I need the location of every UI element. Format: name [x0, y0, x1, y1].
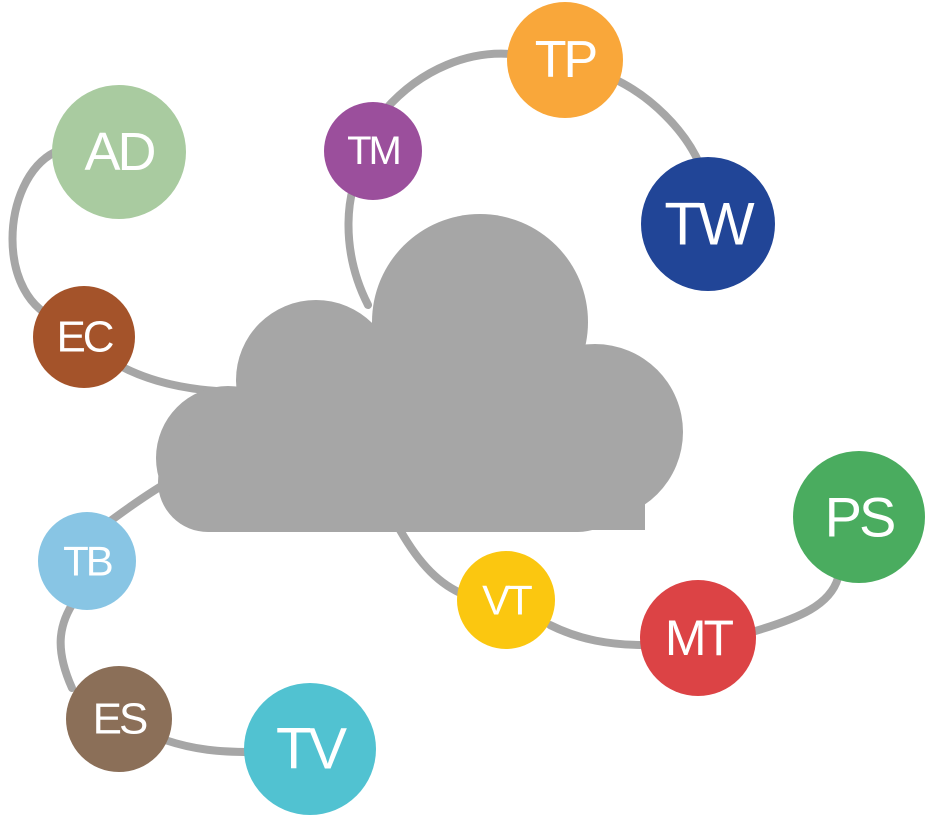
- node-vt: VT: [457, 551, 555, 649]
- connector-es-tv: [161, 736, 254, 756]
- node-tp: TP: [507, 2, 623, 118]
- node-tb-circle: [38, 512, 136, 610]
- node-tb: TB: [38, 512, 136, 610]
- node-tv-label: TV: [276, 717, 347, 782]
- connector-mt-ps: [748, 574, 842, 636]
- nodes: AD EC TM TP TW PS MT VT: [33, 2, 925, 815]
- node-tm-circle: [324, 102, 422, 200]
- node-ad-label: AD: [84, 122, 154, 182]
- node-tp-label: TP: [535, 31, 596, 89]
- node-ec: EC: [33, 286, 135, 388]
- node-es-circle: [66, 666, 172, 772]
- node-es: ES: [66, 666, 172, 772]
- node-tw-circle: [641, 157, 775, 291]
- node-ps-circle: [793, 451, 925, 583]
- connector-tp-tw: [608, 74, 704, 169]
- connector-cloud-vt: [396, 526, 469, 599]
- node-mt-circle: [640, 580, 756, 696]
- node-tw: TW: [641, 157, 775, 291]
- node-tb-label: TB: [63, 538, 112, 585]
- node-tv: TV: [244, 683, 376, 815]
- node-vt-circle: [457, 551, 555, 649]
- connector-tm-tp: [381, 49, 524, 114]
- connector-vt-mt: [546, 621, 649, 649]
- node-ps-label: PS: [825, 486, 894, 549]
- node-ec-circle: [33, 286, 135, 388]
- node-tw-label: TW: [664, 191, 755, 258]
- node-mt-label: MT: [665, 610, 734, 666]
- node-tm-label: TM: [347, 129, 399, 173]
- node-ec-label: EC: [56, 313, 113, 362]
- cloud-shape: [156, 214, 683, 532]
- node-vt-label: VT: [482, 577, 532, 624]
- node-ad: AD: [52, 85, 186, 219]
- node-tm: TM: [324, 102, 422, 200]
- connector-tb-es: [56, 596, 79, 692]
- node-ps: PS: [793, 451, 925, 583]
- node-ad-circle: [52, 85, 186, 219]
- node-tp-circle: [507, 2, 623, 118]
- connector-ad-ec: [8, 148, 64, 324]
- node-mt: MT: [640, 580, 756, 696]
- node-es-label: ES: [93, 695, 147, 744]
- node-tv-circle: [244, 683, 376, 815]
